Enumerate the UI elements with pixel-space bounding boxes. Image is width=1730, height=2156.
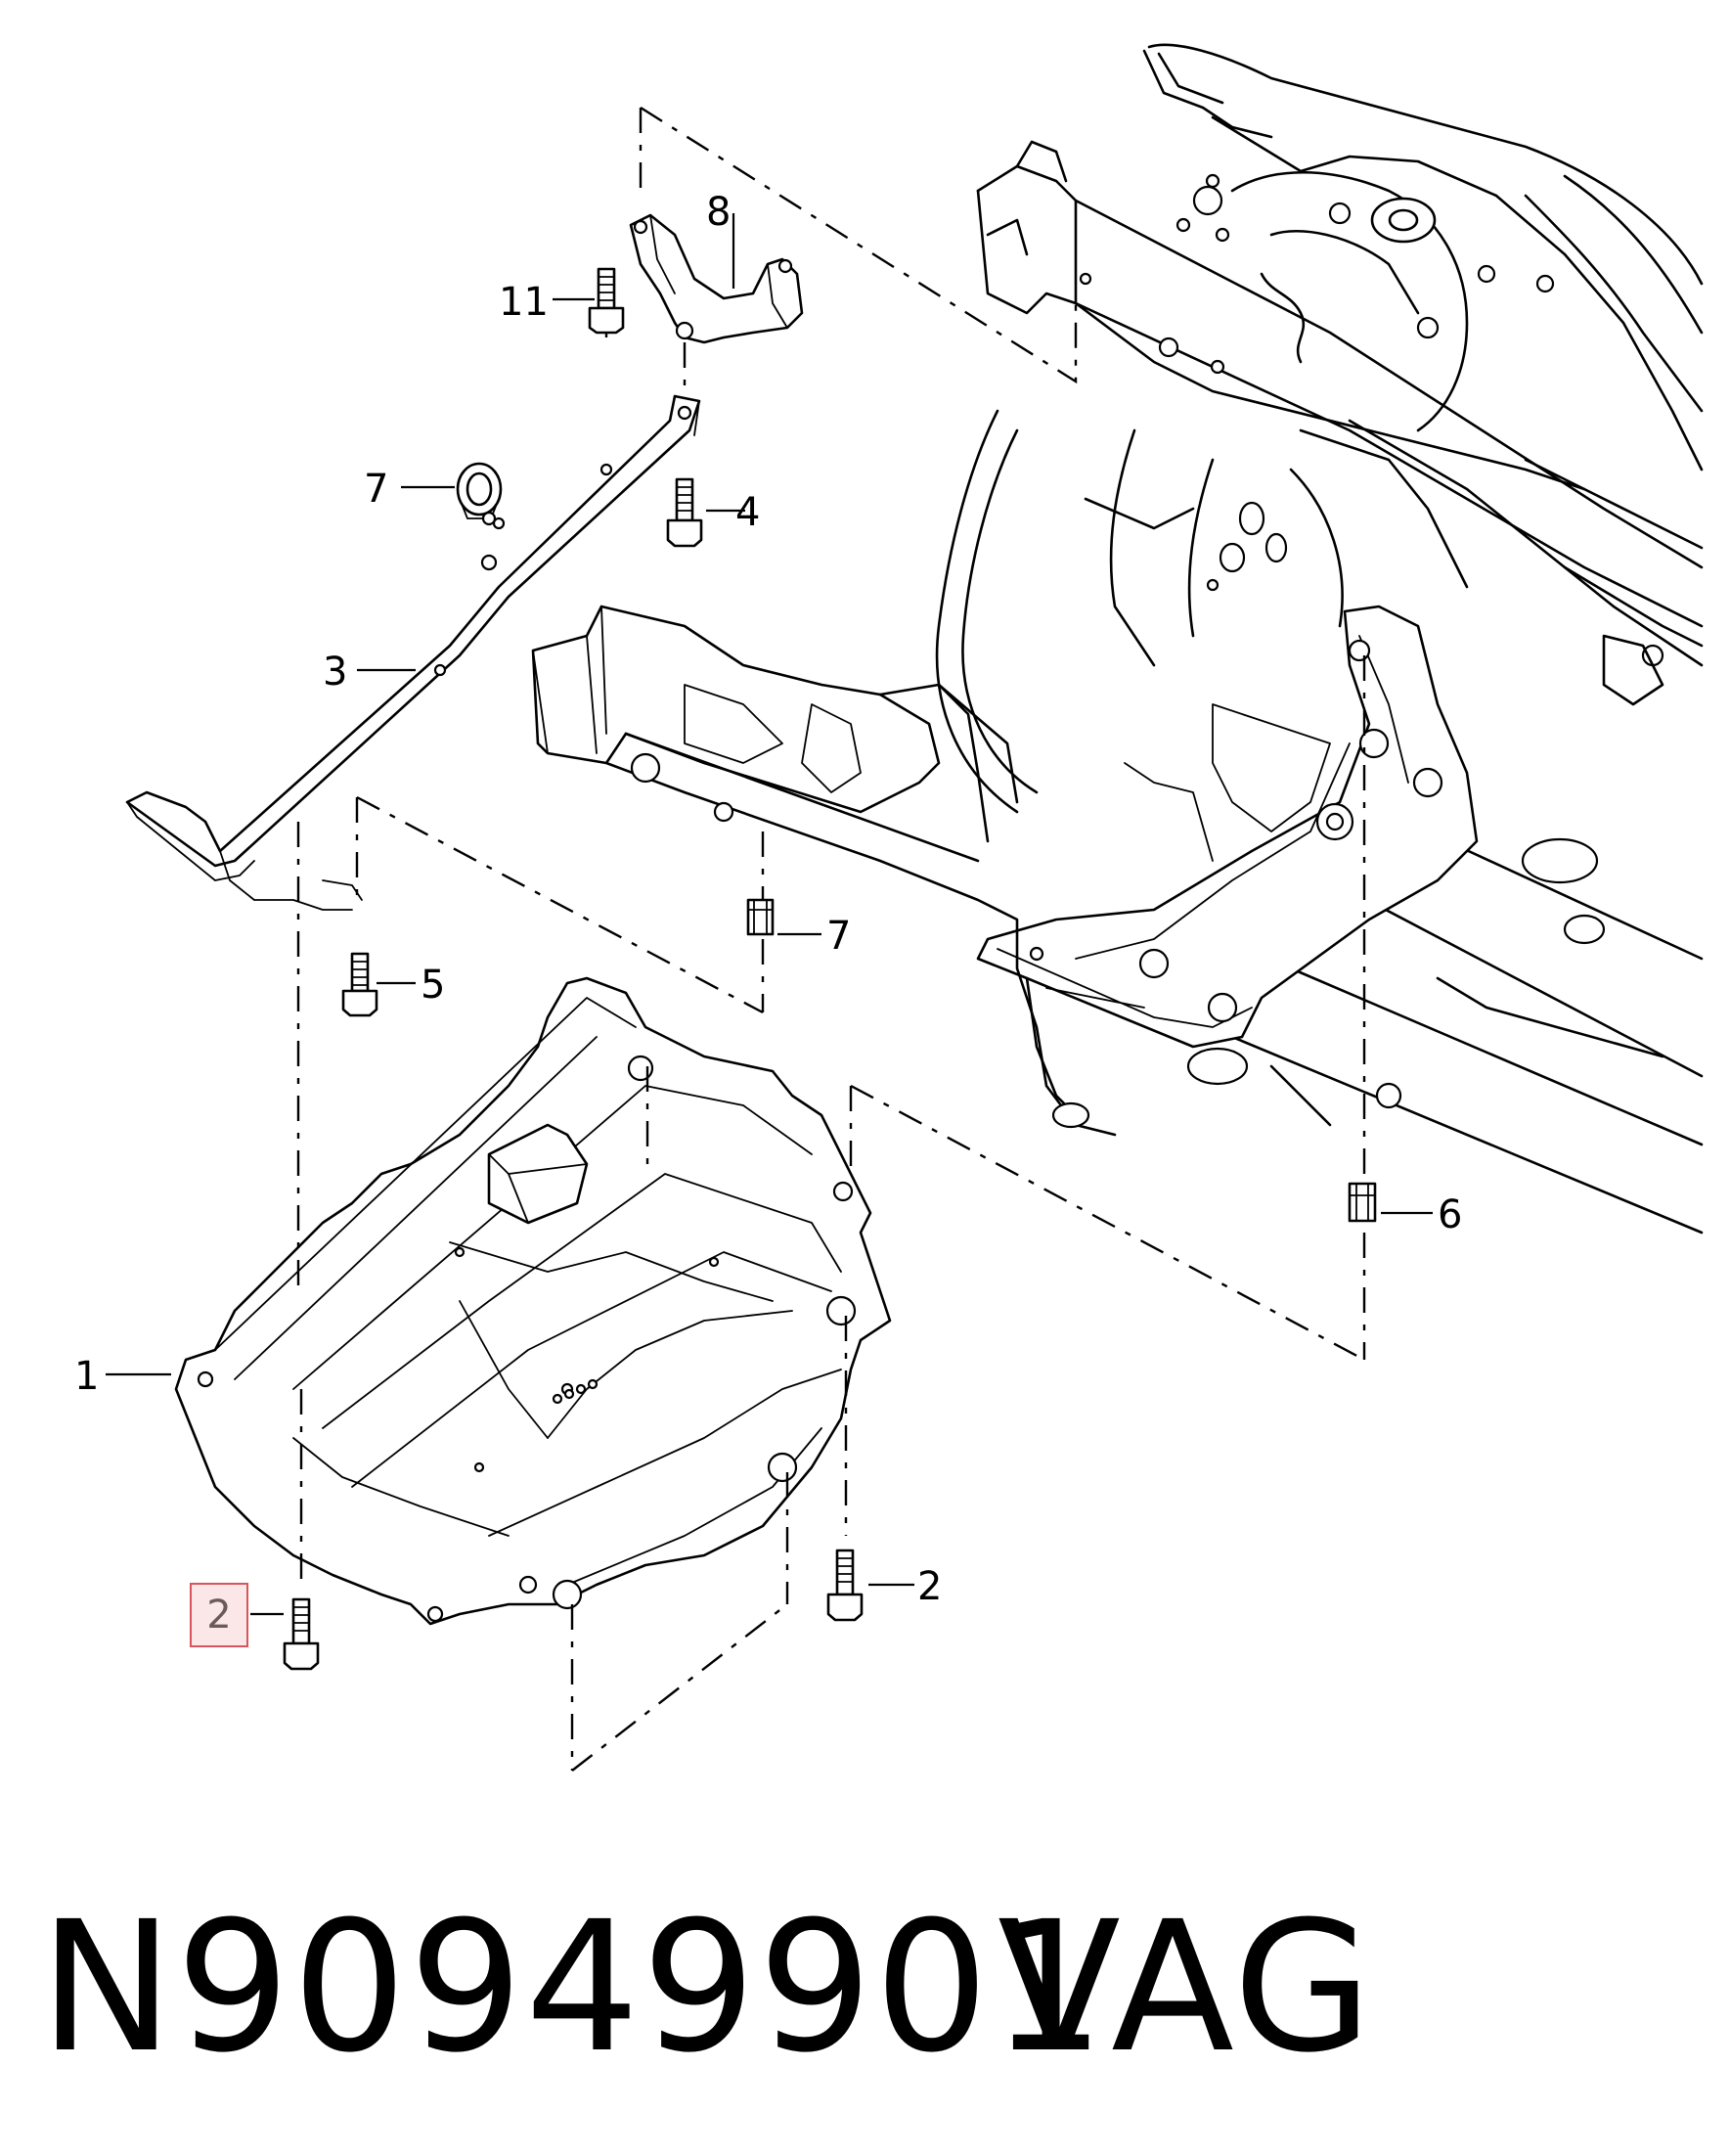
fasteners bbox=[283, 267, 1377, 1671]
part-number: N90949901 bbox=[39, 1883, 1108, 2092]
bolt-part-11 bbox=[588, 267, 625, 335]
nut-part-6 bbox=[1348, 1182, 1377, 1223]
callout-3: 3 bbox=[323, 650, 347, 695]
callout-5: 5 bbox=[421, 963, 445, 1008]
callout-7: 7 bbox=[826, 914, 851, 959]
assembly-dash-lines bbox=[296, 106, 1366, 1772]
callout-10: 8 bbox=[706, 190, 731, 235]
clamp-part-8 bbox=[456, 462, 503, 571]
callout-8: 7 bbox=[364, 467, 388, 512]
vehicle-body-structure bbox=[531, 43, 1704, 1235]
callout-leaders bbox=[106, 213, 1433, 1616]
callout-2-right: 2 bbox=[917, 1564, 942, 1609]
callout-labels: 8 11 7 4 3 5 7 6 1 2 bbox=[74, 190, 1462, 1609]
brand-name: VAG bbox=[998, 1883, 1375, 2092]
bolt-part-2-left bbox=[283, 1597, 320, 1671]
bolt-part-4 bbox=[666, 477, 703, 548]
nut-part-7 bbox=[746, 898, 775, 936]
callout-2-highlighted: 2 bbox=[206, 1593, 232, 1638]
callout-1: 1 bbox=[74, 1354, 99, 1399]
callout-6: 6 bbox=[1438, 1192, 1462, 1237]
highlighted-callout-box bbox=[190, 1583, 248, 1647]
bracket-part-10 bbox=[629, 213, 804, 344]
callout-11: 11 bbox=[499, 280, 549, 325]
underbody-guard-part-1 bbox=[174, 976, 892, 1626]
bolt-part-5 bbox=[341, 952, 378, 1017]
crossbar-part-3 bbox=[125, 394, 701, 911]
bolt-part-2-right bbox=[826, 1549, 864, 1622]
callout-4: 4 bbox=[735, 490, 760, 535]
